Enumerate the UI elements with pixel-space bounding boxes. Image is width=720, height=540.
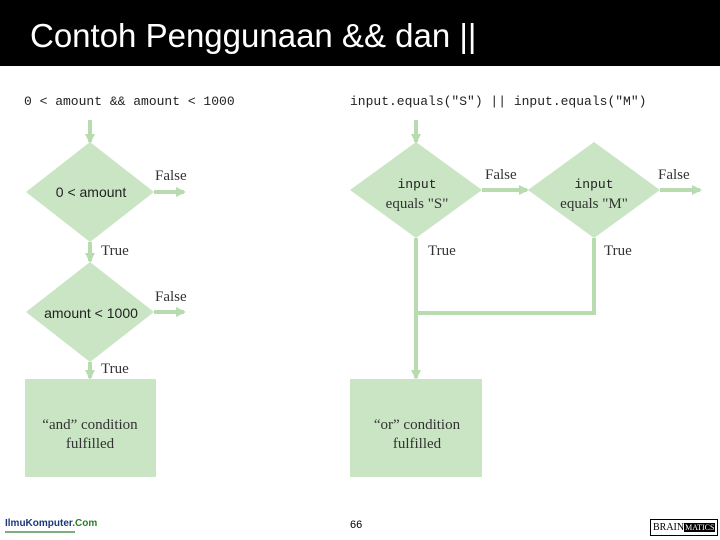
brainmatics-logo: BRAINMATICS [650,519,719,536]
brainmatics-brand-b: MATICS [684,523,716,532]
slide-title: Contoh Penggunaan && dan || [30,17,477,54]
left-expression: 0 < amount && amount < 1000 [24,94,235,109]
left-result-box [25,379,156,477]
brainmatics-brand-a: BRAIN [653,522,685,533]
left-result-line-2: fulfilled [66,436,115,452]
ilmukomputer-logo: IlmuKomputer.Com [5,518,97,536]
logo-tagline-bar [5,531,75,533]
right-decision-2-line-1: input [574,177,613,192]
left-false-label-2: False [155,289,187,305]
right-result-box [350,379,482,477]
right-decision-1-line-1: input [397,177,436,192]
logo-brand-a: IlmuKomputer [5,518,73,529]
right-decision-2 [528,142,660,238]
left-decision-1-label: 0 < amount [56,184,127,200]
left-true-label-1: True [101,243,129,259]
left-true-label-2: True [101,361,129,377]
title-bar: Contoh Penggunaan && dan || [0,0,720,66]
right-decision-1-line-2: equals "S" [386,196,449,212]
right-decision-1 [350,142,482,238]
left-false-label-1: False [155,168,187,184]
left-result-line-1: “and” condition [42,417,138,433]
flowchart-diagram: 0 < amount && amount < 1000 0 < amount F… [24,94,702,477]
left-decision-1 [26,142,154,242]
right-decision-2-line-2: equals "M" [560,196,628,212]
right-false-label-2: False [658,167,690,183]
page-number: 66 [350,519,363,531]
left-decision-2 [26,262,154,362]
right-result-line-1: “or” condition [374,417,461,433]
logo-brand-b: .Com [72,518,98,529]
right-expression: input.equals("S") || input.equals("M") [350,94,646,109]
left-decision-2-label: amount < 1000 [44,305,138,321]
right-false-label-1: False [485,167,517,183]
right-true-label-2: True [604,243,632,259]
right-true-label-1: True [428,243,456,259]
right-result-line-2: fulfilled [393,436,442,452]
